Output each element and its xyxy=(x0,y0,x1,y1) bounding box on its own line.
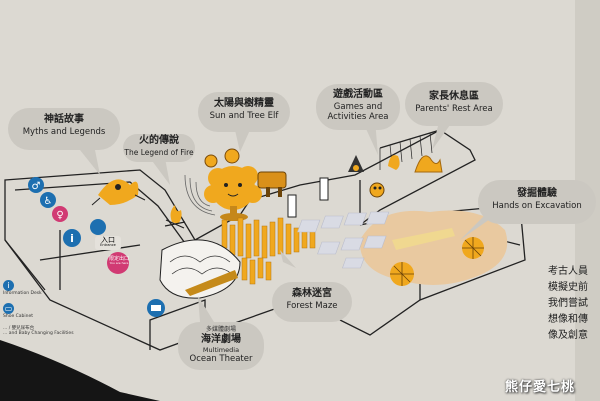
legend-information: i Information Desk xyxy=(3,280,42,296)
entrance-label[interactable]: 入口 Entrance xyxy=(95,236,121,250)
games-activities-label[interactable]: 遊戲活動區 Games and Activities Area xyxy=(316,84,400,130)
svg-text:♀: ♀ xyxy=(56,210,63,221)
fire-zh: 火的傳說 xyxy=(139,135,179,146)
legend-of-fire-label[interactable]: 火的傳說 The Legend of Fire xyxy=(123,134,195,162)
legend-information-label: Information Desk xyxy=(3,291,42,296)
ocean-tiny: 多媒體劇場 xyxy=(205,326,236,333)
restroom-icons: ♂ ♿ ♀ i xyxy=(28,177,165,317)
exit-sign-zh: 限定出口 xyxy=(108,256,129,262)
fire-icon xyxy=(164,205,186,229)
myths-zh: 神話故事 xyxy=(44,114,84,125)
parents-zh: 家長休息區 xyxy=(429,91,479,102)
side-text-2: 模擬史前 xyxy=(548,282,588,293)
excavation-zh: 發掘體驗 xyxy=(517,188,557,199)
myths-en: Myths and Legends xyxy=(22,126,106,137)
entrance-en: Entrance xyxy=(100,243,116,247)
legend-fragment-zh: ... / 嬰兒尿布台 xyxy=(3,326,35,331)
games-en-1: Games and xyxy=(333,101,383,112)
side-text-3: 我們嘗試 xyxy=(548,298,588,309)
side-text-5: 像及創意 xyxy=(548,330,588,341)
ring-pattern xyxy=(184,174,216,216)
legend-locker: ▭ Shoe Cabinet xyxy=(3,303,33,319)
excavation-label[interactable]: 發掘體驗 Hands on Excavation xyxy=(478,180,596,224)
shoe-cabinet-icon xyxy=(90,219,106,235)
accessible-restroom-icon xyxy=(40,192,56,208)
exit-sign-en: You are here xyxy=(109,261,129,265)
watermark: 熊仔愛七桃 xyxy=(505,380,576,395)
svg-text:♂: ♂ xyxy=(32,181,41,192)
exit-sign-icon xyxy=(107,252,129,274)
male-restroom-icon xyxy=(28,177,44,193)
sun-tree-zh: 太陽與樹精靈 xyxy=(214,98,274,109)
fire-en: The Legend of Fire xyxy=(124,147,194,157)
excavation-pit-illustration xyxy=(297,210,508,286)
information-desk-icon xyxy=(63,229,81,247)
decorative-wave xyxy=(0,340,160,401)
side-text-1: 考古人員 xyxy=(548,266,588,277)
information-icon: i xyxy=(3,280,14,291)
maze-en: Forest Maze xyxy=(286,300,338,311)
locker-icon: ▭ xyxy=(3,303,14,314)
pillars xyxy=(287,177,329,218)
parents-rest-label[interactable]: 家長休息區 Parents' Rest Area xyxy=(405,82,503,126)
ocean-theater-label[interactable]: 多媒體劇場 海洋劇場 Multimedia Ocean Theater xyxy=(178,322,264,370)
side-text-4: 想像和傳 xyxy=(548,314,588,325)
svg-text:♿: ♿ xyxy=(44,196,53,207)
owl-icon xyxy=(369,182,385,198)
exit-sign-label: 限定出口 You are here xyxy=(108,257,130,265)
ocean-en-1: Multimedia xyxy=(202,346,240,354)
sun-tree-elf-illustration xyxy=(204,166,262,221)
games-figures xyxy=(348,155,400,198)
lounge-chair-icon xyxy=(414,155,443,173)
excavation-en: Hands on Excavation xyxy=(492,200,582,211)
sun-tree-elf-label[interactable]: 太陽與樹精靈 Sun and Tree Elf xyxy=(198,92,290,132)
entrance-zh: 入口 xyxy=(101,236,115,244)
maze-zh: 森林迷宮 xyxy=(292,288,332,299)
sun-tree-en: Sun and Tree Elf xyxy=(209,110,279,121)
legend-locker-label: Shoe Cabinet xyxy=(3,314,34,319)
svg-text:i: i xyxy=(70,232,74,245)
games-en-2: Activities Area xyxy=(327,112,389,123)
myths-legends-label[interactable]: 神話故事 Myths and Legends xyxy=(8,108,120,150)
forest-maze-label[interactable]: 森林迷宮 Forest Maze xyxy=(272,282,352,322)
games-zh: 遊戲活動區 xyxy=(333,89,383,100)
parents-en: Parents' Rest Area xyxy=(415,103,493,114)
sun-icons xyxy=(204,148,240,168)
ocean-zh: 海洋劇場 xyxy=(201,333,241,345)
female-restroom-icon xyxy=(52,206,68,222)
ocean-theater-illustration xyxy=(159,239,241,299)
ocean-en-2: Ocean Theater xyxy=(189,354,253,365)
myths-creature-illustration xyxy=(91,179,146,206)
legend-fragment: ... / 嬰兒尿布台 ... and Baby Changing Facili… xyxy=(3,325,74,336)
bench-illustration xyxy=(257,171,287,189)
legend-fragment-en: ... and Baby Changing Facilities xyxy=(3,331,74,336)
